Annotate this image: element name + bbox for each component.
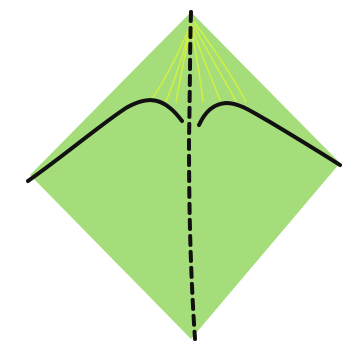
- highlight-stroke: [165, 27, 191, 102]
- right-curved-crease: [197, 101, 342, 167]
- center-dashed-fold-line: [186, 10, 197, 341]
- highlight-stroke: [193, 21, 247, 103]
- diamond-paper: [30, 12, 340, 339]
- highlight-stroke: [191, 27, 221, 101]
- highlight-stroke: [192, 24, 237, 102]
- highlight-stroke: [149, 23, 192, 103]
- left-curved-crease: [26, 98, 184, 183]
